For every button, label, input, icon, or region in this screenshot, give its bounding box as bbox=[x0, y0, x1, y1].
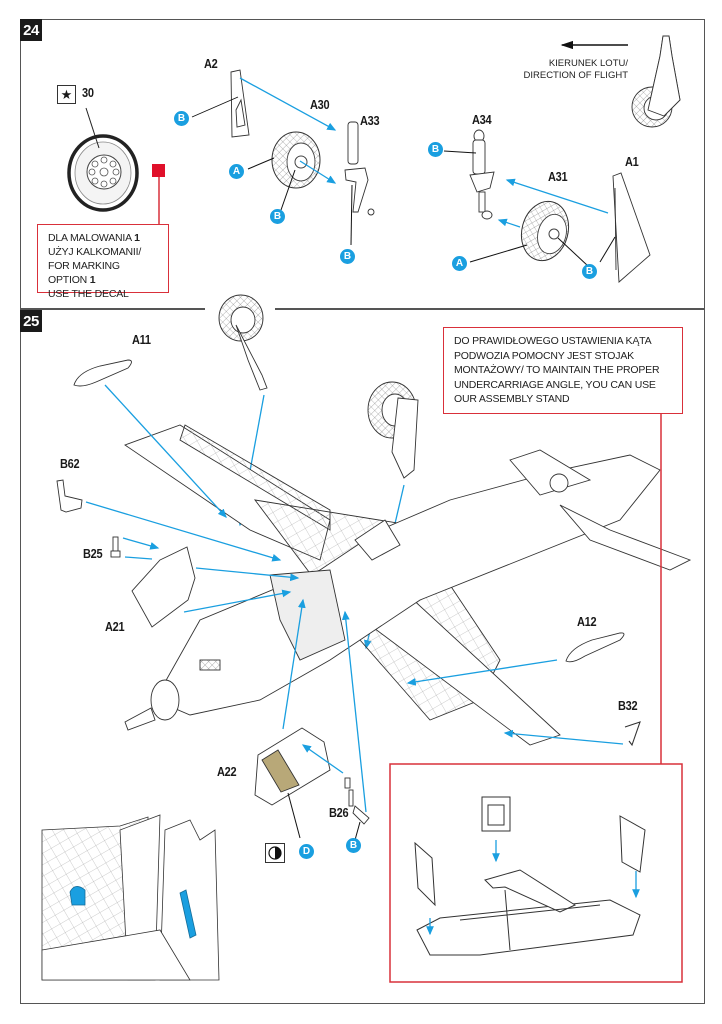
step-24-frame bbox=[20, 19, 705, 309]
label-a22: A22 bbox=[217, 765, 237, 779]
part-b62 bbox=[56, 479, 83, 513]
label-a33: A33 bbox=[360, 114, 380, 128]
part-a33 bbox=[344, 121, 375, 216]
label-a11: A11 bbox=[132, 333, 151, 347]
label-a31: A31 bbox=[548, 170, 568, 184]
direction-line1: KIERUNEK LOTU/ bbox=[548, 58, 628, 69]
decal-note-line1: DLA MALOWANIA bbox=[48, 232, 135, 244]
decal-note-line3: FOR MARKING OPTION bbox=[48, 260, 120, 286]
code-b-b26: B bbox=[346, 838, 361, 853]
label-a12: A12 bbox=[577, 615, 597, 629]
code-a-a30: A bbox=[229, 164, 244, 179]
part-a21 bbox=[131, 546, 196, 628]
label-a2: A2 bbox=[204, 57, 218, 71]
decal-note-line4: USE THE DECAL bbox=[48, 288, 129, 300]
code-b-a30: B bbox=[270, 209, 285, 224]
code-b-a2: B bbox=[174, 111, 189, 126]
label-b26: B26 bbox=[329, 806, 349, 820]
part-a2 bbox=[191, 69, 250, 138]
label-a1: A1 bbox=[625, 155, 639, 169]
detail-inset bbox=[41, 814, 220, 981]
label-b32: B32 bbox=[618, 699, 638, 713]
decal-note-line1-bold: 1 bbox=[134, 232, 140, 244]
code-b-a33: B bbox=[340, 249, 355, 264]
flight-orientation-gear bbox=[631, 35, 681, 128]
part-a1 bbox=[612, 172, 651, 283]
label-a21: A21 bbox=[105, 620, 125, 634]
label-b62: B62 bbox=[60, 457, 80, 471]
code-a-a31: A bbox=[452, 256, 467, 271]
step-25-badge: 25 bbox=[20, 310, 42, 332]
direction-of-flight-label: KIERUNEK LOTU/ DIRECTION OF FLIGHT bbox=[520, 58, 629, 82]
half-circle-glyph bbox=[268, 846, 282, 860]
assembly-stand-box bbox=[389, 763, 683, 983]
assembly-stand-note: DO PRAWIDŁOWEGO USTAWIENIA KĄTA PODWOZIA… bbox=[443, 327, 683, 414]
assembly-stand bbox=[414, 796, 646, 956]
part-a30 bbox=[271, 131, 321, 189]
main-gear-assembly-left bbox=[218, 294, 268, 391]
half-circle-icon bbox=[265, 843, 285, 863]
part-a31 bbox=[520, 200, 570, 262]
part-b26 bbox=[344, 777, 370, 825]
part-a12 bbox=[565, 632, 625, 663]
part-b25 bbox=[110, 536, 121, 558]
part-b32 bbox=[624, 721, 641, 747]
code-b-a31: B bbox=[582, 264, 597, 279]
part-a22 bbox=[254, 727, 331, 806]
label-b25: B25 bbox=[83, 547, 103, 561]
main-gear-assembly-right bbox=[367, 381, 419, 479]
step-24-badge: 24 bbox=[20, 19, 42, 41]
part-a34 bbox=[469, 129, 495, 220]
aircraft-fuselage bbox=[124, 424, 692, 746]
label-a34: A34 bbox=[472, 113, 492, 127]
decal-note-line2: UŻYJ KALKOMANII/ bbox=[48, 246, 142, 258]
step-25-frame bbox=[20, 309, 705, 1004]
decal-star-icon: ★ bbox=[57, 85, 76, 104]
decal-marker bbox=[152, 164, 165, 177]
part-a11 bbox=[73, 359, 132, 387]
decal-note-line3-bold: 1 bbox=[89, 274, 96, 286]
code-b-a34: B bbox=[428, 142, 443, 157]
label-a30: A30 bbox=[310, 98, 330, 112]
direction-line2: DIRECTION OF FLIGHT bbox=[523, 70, 629, 81]
code-d-a22: D bbox=[299, 844, 314, 859]
decal-number: 30 bbox=[82, 86, 94, 100]
decal-wheel bbox=[67, 107, 139, 212]
decal-note: DLA MALOWANIA 1 UŻYJ KALKOMANII/ FOR MAR… bbox=[37, 224, 169, 300]
